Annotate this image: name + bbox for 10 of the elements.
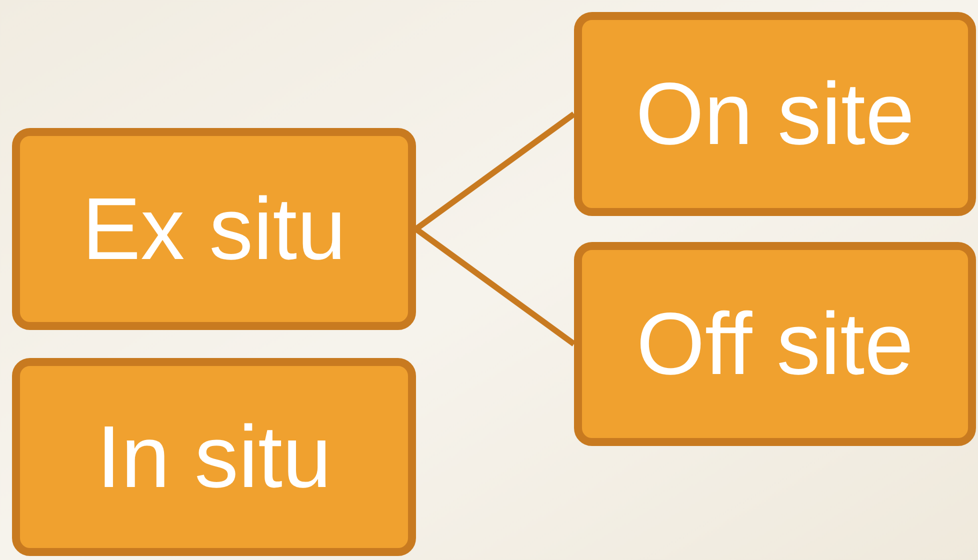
- category-box: [12, 358, 416, 556]
- connector-line: [414, 112, 576, 232]
- category-box: [574, 12, 976, 216]
- category-label: In situ: [96, 413, 332, 501]
- category-box: [12, 128, 416, 330]
- category-label: Off site: [636, 300, 914, 388]
- category-label: On site: [636, 70, 914, 158]
- category-label: Ex situ: [82, 185, 346, 273]
- category-box: [574, 242, 976, 446]
- connector-line: [414, 226, 576, 346]
